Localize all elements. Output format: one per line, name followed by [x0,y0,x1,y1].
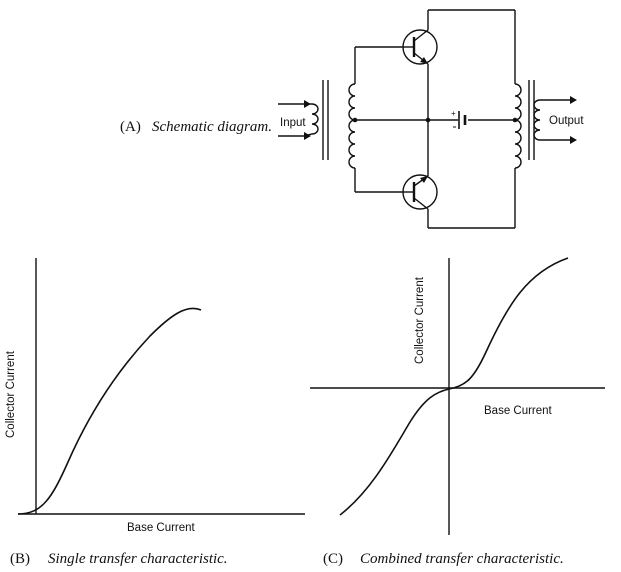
y-axis-label: Collector Current [414,276,426,364]
transfer-curve [339,257,569,516]
combined-transfer-graph: Collector Current Base Current (C) Combi… [310,257,605,567]
caption-a-text: Schematic diagram. [152,119,272,135]
svg-text:+: + [451,109,456,118]
transfer-curve [17,307,202,515]
input-primary-coil [303,103,319,137]
x-axis-label: Base Current [484,405,553,417]
input-secondary-coil [348,83,356,169]
single-transfer-graph: Collector Current Base Current (B) Singl… [5,258,305,567]
caption-c-letter: (C) [323,551,343,567]
y-axis-label: Collector Current [5,350,17,438]
input-label: Input [280,117,306,129]
output-label: Output [549,115,584,127]
schematic-diagram: (A) Schematic diagram. Input [120,9,584,229]
x-axis-label: Base Current [127,522,196,534]
output-secondary-coil [533,99,548,141]
junction-dot [352,117,358,123]
schematic-wires [354,9,516,229]
caption-b-text: Single transfer characteristic. [48,551,228,567]
caption-c-text: Combined transfer characteristic. [360,551,564,567]
caption-a-letter: (A) [120,119,141,135]
lower-transistor-icon [402,174,438,210]
output-arrows [548,96,577,144]
battery-symbol: + [451,109,467,129]
caption-b-letter: (B) [10,551,30,567]
upper-transistor-icon [402,29,438,65]
junction-dot [425,117,431,123]
output-primary-coil [514,83,522,169]
